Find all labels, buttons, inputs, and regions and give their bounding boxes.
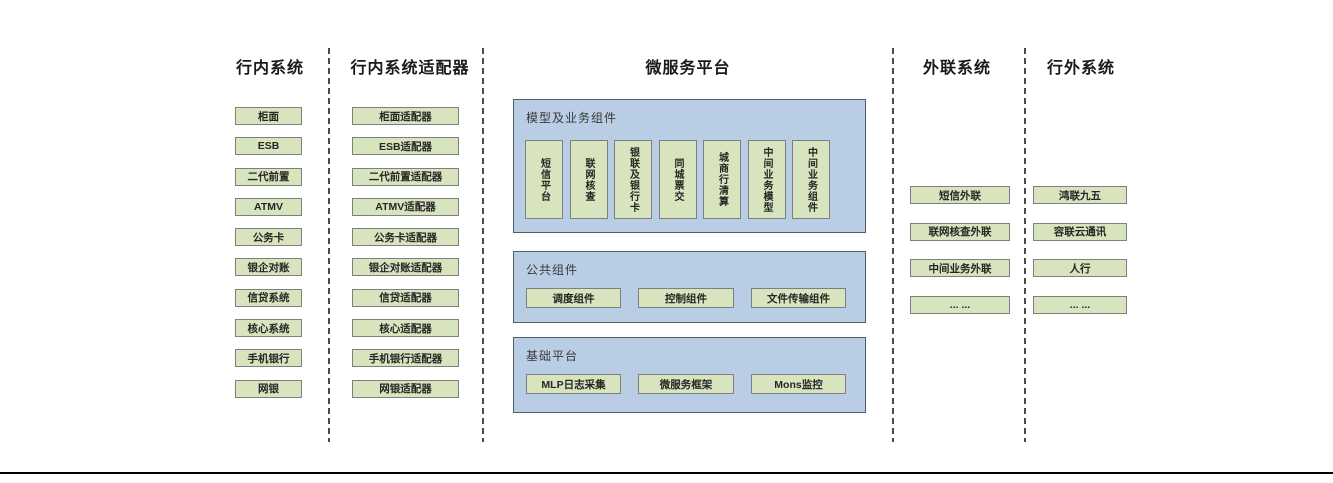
diagram-box: 网银适配器 <box>352 379 459 398</box>
diagram-box: 人行 <box>1033 259 1127 278</box>
panel-common-components: 公共组件 调度组件 控制组件 文件传输组件 <box>513 251 866 323</box>
diagram-box: 鸿联九五 <box>1033 186 1127 204</box>
diagram-box: 中间业务外联 <box>910 259 1010 278</box>
diagram-box: 联网核查外联 <box>910 222 1010 241</box>
diagram-box: ATMV <box>235 197 302 216</box>
panel-title: 模型及业务组件 <box>526 111 618 125</box>
diagram-box: 微服务框架 <box>638 374 734 394</box>
diagram-box: 中间业务组件 <box>792 140 830 219</box>
diagram-box: 银企对账适配器 <box>352 258 459 277</box>
diagram-box: MLP日志采集 <box>526 374 621 394</box>
base-platform-row: MLP日志采集 微服务框架 Mons监控 <box>526 374 846 394</box>
diagram-box: 手机银行 <box>235 349 302 368</box>
diagram-box: 手机银行适配器 <box>352 349 459 368</box>
column-divider <box>328 48 330 442</box>
column-header-outside-systems: 行外系统 <box>1046 60 1115 77</box>
diagram-box: 容联云通讯 <box>1033 222 1127 241</box>
panel-title: 公共组件 <box>526 263 579 277</box>
panel-model-business-components: 模型及业务组件 短信平台 联网核查 银联及银行卡 同城票交 城商行清算 中间业务… <box>513 99 866 233</box>
column-header-external-link-systems: 外联系统 <box>922 60 991 77</box>
diagram-box: 二代前置适配器 <box>352 167 459 186</box>
column-external-link-systems: 短信外联 联网核查外联 中间业务外联 ... ... <box>910 186 1010 315</box>
bottom-rule <box>0 472 1333 474</box>
diagram-box: 同城票交 <box>658 140 697 219</box>
diagram-box: 城商行清算 <box>703 140 741 219</box>
diagram-box: 信贷系统 <box>235 288 302 307</box>
diagram-box: 公务卡 <box>235 228 302 247</box>
common-components-row: 调度组件 控制组件 文件传输组件 <box>526 288 846 308</box>
diagram-box: 控制组件 <box>638 288 734 308</box>
column-header-internal-adapters: 行内系统适配器 <box>350 60 470 77</box>
diagram-box: 短信平台 <box>525 140 563 219</box>
diagram-box: 柜面适配器 <box>352 107 459 125</box>
column-divider <box>482 48 484 442</box>
column-divider <box>892 48 894 442</box>
diagram-box: ... ... <box>910 296 1010 315</box>
diagram-box: 银联及银行卡 <box>614 140 652 219</box>
column-header-microservice-platform: 微服务平台 <box>645 60 731 77</box>
column-outside-systems: 鸿联九五 容联云通讯 人行 ... ... <box>1033 186 1127 315</box>
model-components-row: 短信平台 联网核查 银联及银行卡 同城票交 城商行清算 中间业务模型 中间业务组… <box>525 140 830 219</box>
diagram-box: 银企对账 <box>235 258 302 277</box>
column-divider <box>1024 48 1026 442</box>
diagram-box: 信贷适配器 <box>352 288 459 307</box>
panel-title: 基础平台 <box>526 349 579 363</box>
diagram-box: ATMV适配器 <box>352 197 459 216</box>
diagram-box: 中间业务模型 <box>747 140 786 219</box>
diagram-box: 文件传输组件 <box>751 288 846 308</box>
column-internal-systems: 柜面 ESB 二代前置 ATMV 公务卡 银企对账 信贷系统 核心系统 手机银行… <box>235 107 302 398</box>
diagram-box: 核心适配器 <box>352 319 459 338</box>
diagram-box: 二代前置 <box>235 167 302 186</box>
diagram-box: ESB <box>235 137 302 156</box>
panel-base-platform: 基础平台 MLP日志采集 微服务框架 Mons监控 <box>513 337 866 413</box>
diagram-box: 联网核查 <box>569 140 608 219</box>
diagram-box: ESB适配器 <box>352 137 459 156</box>
diagram-box: ... ... <box>1033 296 1127 315</box>
diagram-box: 柜面 <box>235 107 302 125</box>
diagram-box: 公务卡适配器 <box>352 228 459 247</box>
diagram-box: 调度组件 <box>526 288 621 308</box>
diagram-box: 核心系统 <box>235 319 302 338</box>
diagram-box: Mons监控 <box>751 374 846 394</box>
diagram-box: 短信外联 <box>910 186 1010 204</box>
diagram-box: 网银 <box>235 379 302 398</box>
column-internal-adapters: 柜面适配器 ESB适配器 二代前置适配器 ATMV适配器 公务卡适配器 银企对账… <box>352 107 459 398</box>
column-header-internal-systems: 行内系统 <box>235 60 304 77</box>
